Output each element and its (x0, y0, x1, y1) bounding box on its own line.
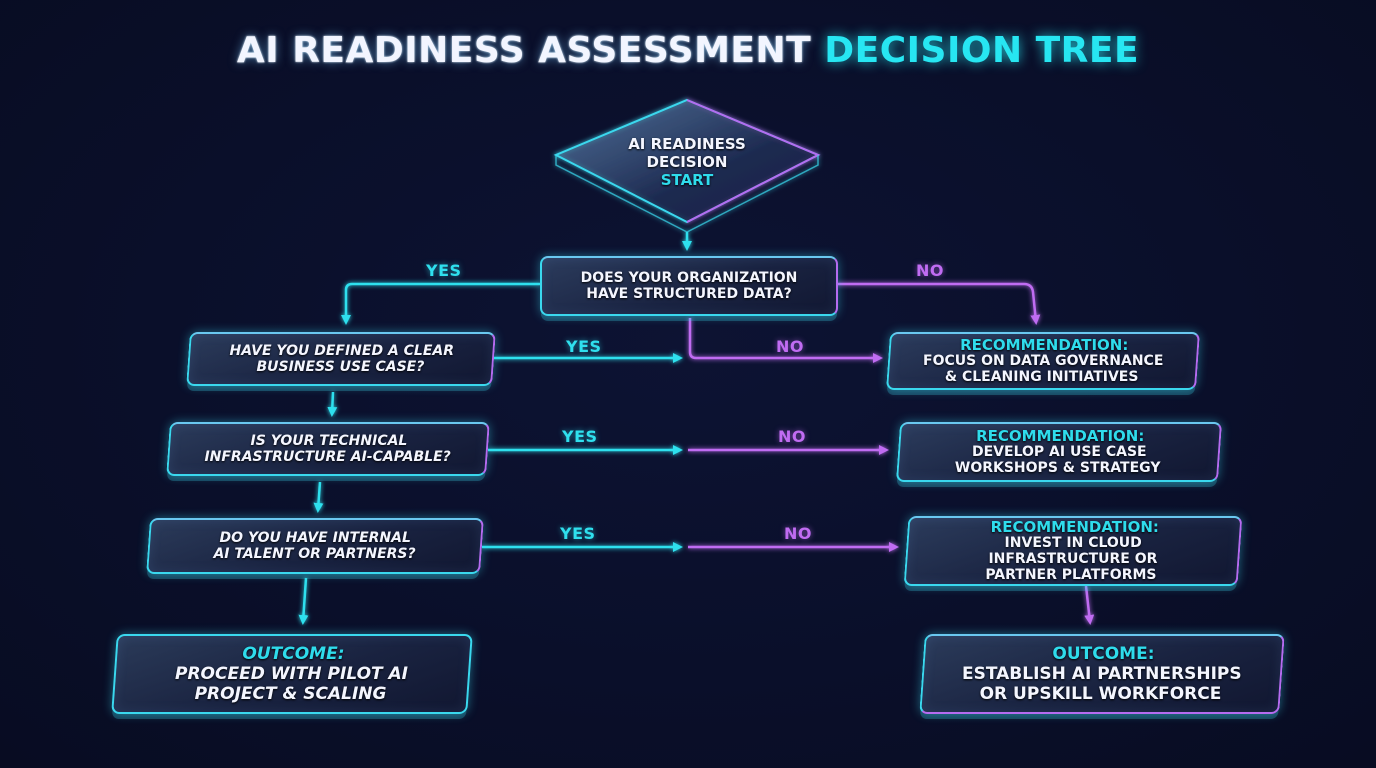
question-line1: IS YOUR TECHNICAL (250, 433, 407, 449)
outcome-line2: OR UPSKILL WORKFORCE (979, 684, 1222, 704)
start-line2: DECISION (646, 153, 728, 171)
question-structured-data: DOES YOUR ORGANIZATION HAVE STRUCTURED D… (540, 256, 838, 316)
recommendation-use-case-workshops: RECOMMENDATION: DEVELOP AI USE CASE WORK… (895, 422, 1223, 482)
outcome-line2: PROJECT & SCALING (194, 684, 387, 704)
recommendation-label: RECOMMENDATION: (959, 336, 1129, 354)
outcome-partnerships-upskill: OUTCOME: ESTABLISH AI PARTNERSHIPS OR UP… (919, 634, 1285, 714)
outcome-label: OUTCOME: (1052, 644, 1155, 664)
question-ai-talent: DO YOU HAVE INTERNAL AI TALENT OR PARTNE… (146, 518, 484, 574)
question-line2: INFRASTRUCTURE AI-CAPABLE? (204, 449, 451, 465)
edge-label-yes-q3: YES (562, 427, 598, 446)
edge-label-no-q3: NO (778, 427, 806, 446)
start-line3: START (660, 171, 714, 189)
question-line1: DO YOU HAVE INTERNAL (219, 530, 412, 546)
edge-label-yes-q2: YES (566, 337, 602, 356)
recommendation-cloud-infrastructure: RECOMMENDATION: INVEST IN CLOUD INFRASTR… (903, 516, 1243, 586)
question-line2: HAVE STRUCTURED DATA? (586, 286, 792, 302)
recommendation-line2: WORKSHOPS & STRATEGY (955, 460, 1161, 476)
edge-label-no-q2: NO (776, 337, 804, 356)
recommendation-line2: & CLEANING INITIATIVES (945, 369, 1139, 385)
question-line1: HAVE YOU DEFINED A CLEAR (229, 343, 454, 359)
question-line2: BUSINESS USE CASE? (256, 359, 425, 375)
recommendation-line1: DEVELOP AI USE CASE (971, 444, 1147, 460)
title-main: AI READINESS ASSESSMENT (236, 30, 812, 71)
recommendation-line1: FOCUS ON DATA GOVERNANCE (922, 353, 1164, 369)
question-line2: AI TALENT OR PARTNERS? (213, 546, 416, 562)
recommendation-line1: INVEST IN CLOUD (1004, 535, 1143, 551)
outcome-label: OUTCOME: (242, 644, 345, 664)
outcome-pilot-project: OUTCOME: PROCEED WITH PILOT AI PROJECT &… (111, 634, 473, 714)
outcome-line1: PROCEED WITH PILOT AI (175, 664, 409, 684)
page-title: AI READINESS ASSESSMENT DECISION TREE (0, 30, 1376, 71)
question-business-use-case: HAVE YOU DEFINED A CLEAR BUSINESS USE CA… (186, 332, 496, 386)
recommendation-label: RECOMMENDATION: (975, 427, 1145, 445)
start-line1: AI READINESS (628, 135, 746, 153)
edge-label-no-q1: NO (916, 261, 944, 280)
start-node: AI READINESS DECISION START (553, 135, 821, 189)
edge-label-no-q4: NO (784, 524, 812, 543)
recommendation-line3: PARTNER PLATFORMS (985, 567, 1157, 583)
outcome-line1: ESTABLISH AI PARTNERSHIPS (962, 664, 1242, 684)
question-line1: DOES YOUR ORGANIZATION (580, 270, 798, 286)
recommendation-label: RECOMMENDATION: (990, 518, 1159, 536)
question-technical-infrastructure: IS YOUR TECHNICAL INFRASTRUCTURE AI-CAPA… (166, 422, 490, 476)
recommendation-data-governance: RECOMMENDATION: FOCUS ON DATA GOVERNANCE… (885, 332, 1201, 390)
edge-label-yes-q1: YES (426, 261, 462, 280)
title-accent: DECISION TREE (824, 30, 1140, 71)
edge-label-yes-q4: YES (560, 524, 596, 543)
recommendation-line2: INFRASTRUCTURE OR (987, 551, 1157, 567)
